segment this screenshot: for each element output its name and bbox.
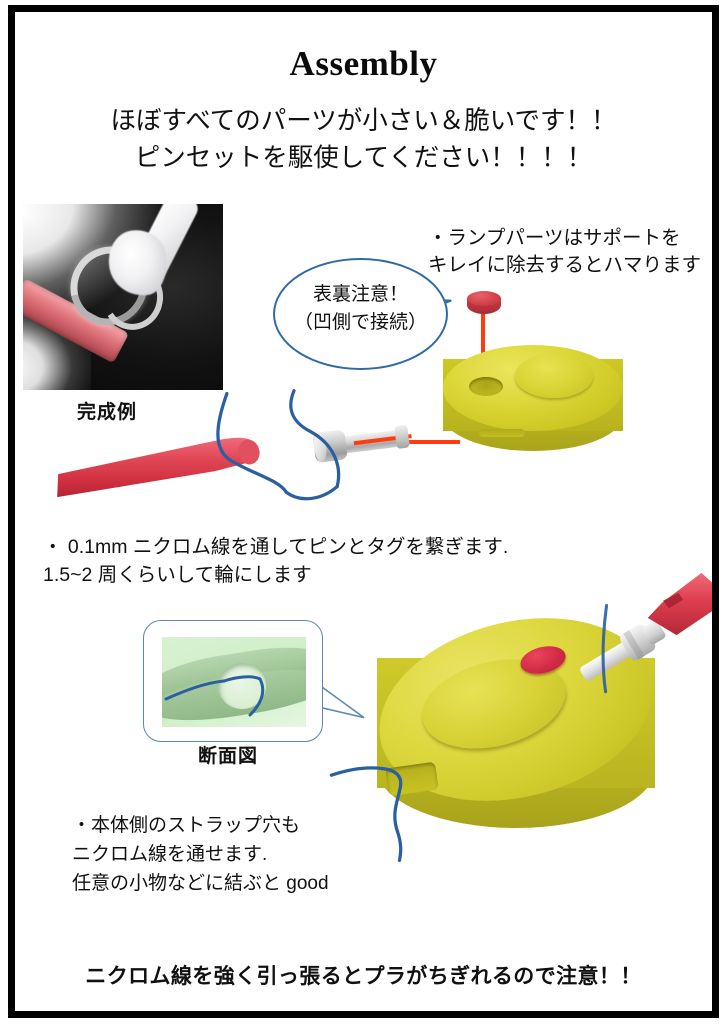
nichrome-wire-loop-left — [216, 391, 288, 494]
strap-note-line-1: ・本体側のストラップ穴も — [72, 815, 301, 836]
bubble-line-2: （凹側で接続） — [293, 311, 427, 333]
xsec-strap-hole — [218, 663, 266, 709]
main-body-3d-bottom — [359, 590, 675, 867]
strap-note-line-3: 任意の小物などに結ぶと good — [72, 872, 329, 894]
pin-alignment-axis — [398, 440, 460, 444]
body-strap-slot — [479, 429, 525, 437]
lamp-alignment-axis — [481, 300, 485, 372]
bubble-outline — [273, 258, 448, 370]
red-strap-upper — [57, 437, 257, 498]
cross-section-illustration — [162, 637, 306, 727]
body-dome — [515, 354, 593, 398]
orientation-callout-bubble: 表裏注意！ （凹側で接続） — [273, 258, 448, 370]
lamp-note-line-1: ・ランプパーツはサポートを — [428, 227, 681, 249]
photo-caption: 完成例 — [77, 402, 138, 423]
page-title: Assembly — [289, 44, 438, 83]
bubble-text: 表裏注意！ （凹側で接続） — [273, 281, 448, 336]
bubble-line-1: 表裏注意！ — [312, 284, 408, 305]
nichrome-note-line-1: ・ 0.1mm ニクロム線を通してピンとタグを繋ぎます. — [43, 536, 509, 558]
red-strap-upper-end — [238, 439, 260, 465]
finished-example-photo — [23, 204, 223, 390]
footer-warning: ニクロム線を強く引っ張るとプラがちぎれるので注意！！ — [85, 965, 642, 988]
main-body-3d-top — [439, 345, 629, 465]
nichrome-wire-note: ・ 0.1mm ニクロム線を通してピンとタグを繋ぎます. 1.5~2 周くらいし… — [43, 533, 508, 590]
poster-canvas: Assembly ほぼすべてのパーツが小さい＆脆いです！！ ピンセットを駆使して… — [15, 12, 712, 1011]
lamp-part-3d — [467, 291, 501, 317]
strap-hole-note: ・本体側のストラップ穴も ニクロム線を通せます. 任意の小物などに結ぶと goo… — [72, 812, 329, 899]
poster-frame: Assembly ほぼすべてのパーツが小さい＆脆いです！！ ピンセットを駆使して… — [8, 5, 719, 1018]
pin-tip — [394, 424, 410, 450]
strap-note-line-2: ニクロム線を通せます. — [72, 843, 268, 865]
cross-section-caption: 断面図 — [198, 746, 259, 767]
lamp-note-line-2: キレイに除去するとハマります — [428, 253, 702, 276]
lamp-part-note: ・ランプパーツはサポートを キレイに除去するとハマります — [428, 225, 701, 279]
cross-section-callout — [143, 620, 323, 742]
subtitle-line-2: ピンセットを駆使してください！！！！ — [134, 144, 593, 172]
nichrome-note-line-2: 1.5~2 周くらいして輪にします — [43, 564, 312, 587]
subtitle-line-1: ほぼすべてのパーツが小さい＆脆いです！！ — [110, 107, 617, 135]
lamp-top-face — [467, 291, 501, 306]
metal-pin-3d — [312, 415, 417, 471]
body-lamp-socket — [469, 377, 503, 396]
nichrome-wire-bottom-arc — [284, 484, 339, 501]
